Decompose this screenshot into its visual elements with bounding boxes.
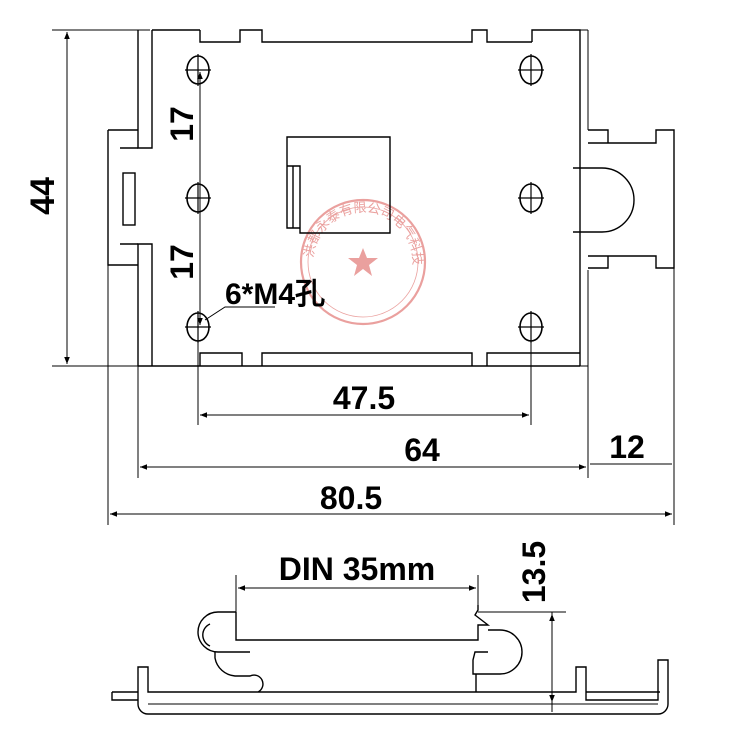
mounting-holes	[185, 54, 544, 343]
mounting-hole	[185, 54, 211, 86]
rail-hook	[197, 605, 523, 675]
holes-label: 6*M4孔	[225, 278, 325, 311]
mounting-hole	[518, 54, 544, 86]
holes-leader	[204, 306, 275, 321]
dim-body-width: 64	[404, 432, 440, 468]
dim-hole-pattern-width: 47.5	[333, 380, 395, 416]
dim-overall-width: 80.5	[320, 480, 382, 516]
center-window	[286, 136, 391, 234]
left-clip-slot	[122, 172, 136, 226]
base-plate	[111, 652, 669, 715]
dimensions	[52, 29, 675, 525]
side-view	[111, 575, 669, 715]
dim-height-44: 44	[24, 177, 62, 215]
dim-rail-height: 13.5	[516, 541, 552, 603]
mounting-hole	[518, 182, 544, 214]
dim-clip-width: 12	[609, 429, 645, 465]
plate-outline	[137, 29, 581, 367]
rail-label: DIN 35mm	[279, 551, 436, 587]
right-clip	[573, 129, 675, 269]
dim-hole-spacing-bottom: 17	[164, 244, 200, 280]
dim-hole-spacing-top: 17	[164, 106, 200, 142]
